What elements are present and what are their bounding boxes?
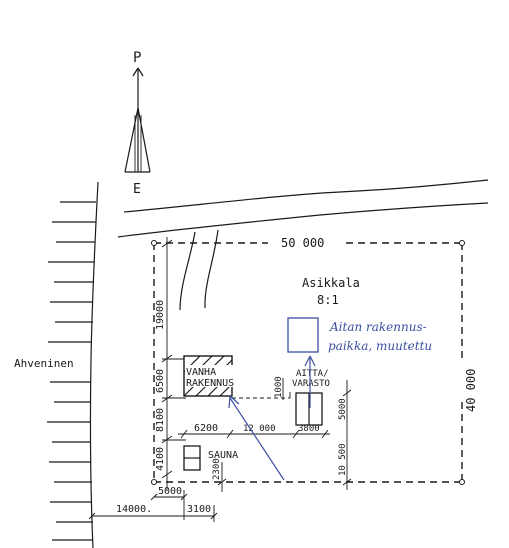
annotation-line-1: Aitan rakennus-: [329, 320, 427, 334]
dim-12000: 12 000: [243, 424, 276, 434]
old-building-label-bg: [185, 365, 239, 387]
plot-boundary: [151, 240, 465, 485]
lake-name: Ahveninen: [14, 357, 74, 370]
north-label: P: [133, 50, 141, 66]
old-building-pointer: [228, 395, 285, 481]
dim-6500: 6500: [155, 369, 166, 393]
access-road: [179, 229, 219, 311]
dim-6200: 6200: [194, 423, 218, 434]
dim-8100: 8100: [155, 408, 166, 432]
storehouse-label-2: VARASTO: [292, 379, 330, 389]
dim-1000: 1000: [274, 376, 284, 398]
dim-3800: 3800: [298, 424, 320, 434]
dim-5000-vertical: 5000: [338, 398, 348, 420]
plot-parcel: 8:1: [317, 293, 339, 307]
sauna-label: SAUNA: [208, 450, 238, 461]
left-dimension-chain: [161, 237, 186, 490]
dim-5000-horizontal: 5000: [158, 486, 182, 497]
dim-4100: 4100: [155, 447, 166, 471]
dim-14000: 14000.: [116, 504, 152, 515]
old-building-label-1: VANHA: [186, 367, 216, 378]
road: [117, 179, 489, 238]
new-storehouse-site: [287, 317, 319, 353]
north-arrow-icon: [124, 67, 151, 173]
plot-name: Asikkala: [302, 276, 360, 290]
old-building-label-2: RAKENNUS: [186, 378, 234, 389]
storehouse-label-1: AITTA/: [296, 369, 329, 379]
relocation-arrow: [304, 355, 316, 408]
dim-3100: 3100: [187, 504, 211, 515]
storehouse: [295, 392, 323, 426]
dim-2300: 2300: [212, 458, 222, 480]
dim-19000: 19000: [155, 300, 166, 330]
annotation-line-2: paikka, muutettu: [328, 339, 432, 353]
plot-width-label: 50 000: [281, 236, 324, 250]
south-label: E: [133, 182, 141, 197]
plot-height-label: 40 000: [464, 369, 478, 412]
lake-shoreline: [47, 181, 99, 548]
dim-10500: 10 500: [338, 443, 348, 476]
bottom-dimensions: [88, 490, 218, 522]
sauna: [183, 445, 201, 471]
